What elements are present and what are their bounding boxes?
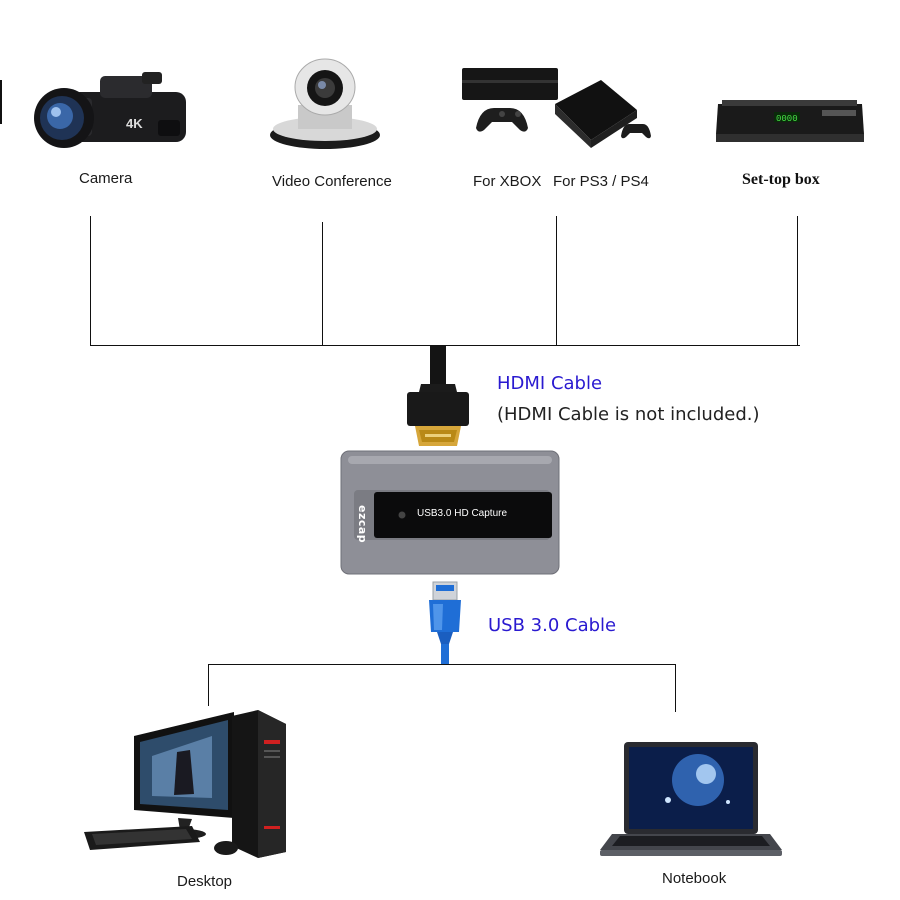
- target-label-notebook: Notebook: [662, 870, 727, 887]
- connector-bus-bottom: [208, 664, 676, 665]
- hdmi-cable-title: HDMI Cable: [497, 373, 603, 394]
- capture-device-brand: ezcap: [356, 505, 369, 544]
- settop-box-icon: 0000: [716, 100, 864, 142]
- source-label-xbox: For XBOX: [473, 173, 542, 190]
- settop-display: 0000: [776, 114, 798, 124]
- connector-line-desktop: [208, 664, 209, 706]
- connector-line-consoles: [556, 216, 557, 346]
- source-label-video-conference: Video Conference: [272, 173, 392, 190]
- connector-line-conference: [322, 222, 323, 346]
- connector-line-camera: [90, 216, 91, 346]
- capture-device-name: USB3.0 HD Capture: [417, 508, 508, 519]
- camera-icon: 4K: [34, 72, 186, 148]
- notebook-laptop-icon: [600, 742, 782, 856]
- hdmi-cable-icon: [407, 346, 469, 446]
- connector-line-settop: [797, 216, 798, 346]
- edge-line-fragment: [0, 80, 2, 124]
- conference-camera-icon: [270, 58, 380, 149]
- target-label-desktop: Desktop: [177, 873, 233, 890]
- desktop-pc-icon: [84, 710, 286, 858]
- xbox-console-icon: [462, 68, 558, 132]
- connector-bus-top: [90, 345, 800, 346]
- hdmi-cable-note: (HDMI Cable is not included.): [497, 404, 760, 425]
- source-label-settop: Set-top box: [742, 171, 820, 188]
- source-label-camera: Camera: [79, 170, 133, 187]
- capture-device-icon: [340, 450, 560, 575]
- ps-console-icon: [555, 80, 651, 148]
- source-label-ps: For PS3 / PS4: [553, 173, 649, 190]
- camera-badge: 4K: [126, 116, 143, 131]
- usb-cable-icon: [429, 581, 461, 664]
- usb-cable-title: USB 3.0 Cable: [488, 615, 617, 636]
- connector-line-notebook: [675, 664, 676, 712]
